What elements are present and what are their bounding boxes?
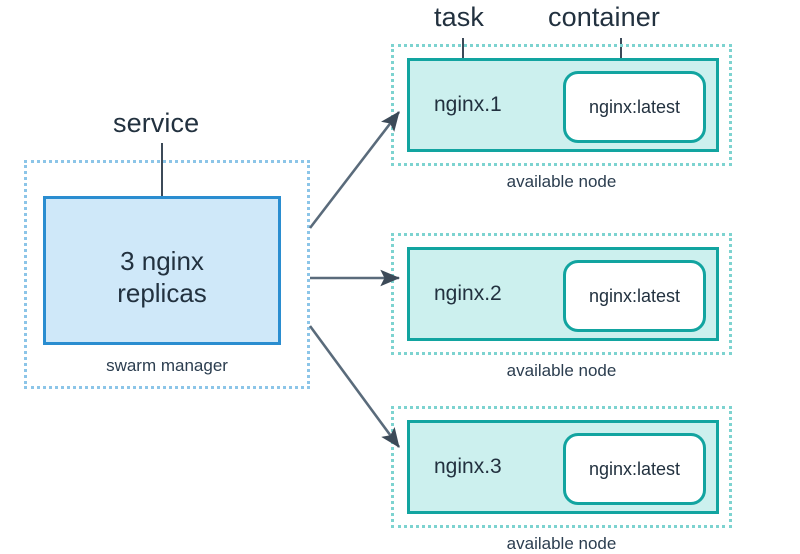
service-box: 3 nginx replicas	[43, 196, 281, 345]
node-group-3	[391, 406, 732, 528]
leader-line-service	[161, 143, 163, 229]
container-label-2: nginx:latest	[588, 285, 681, 306]
task-box-2: nginx.2 nginx:latest	[407, 247, 719, 341]
task-label-2: nginx.2	[434, 282, 502, 305]
service-box-text: 3 nginx replicas	[117, 246, 207, 309]
node-caption-1: available node	[506, 172, 617, 191]
callout-label-container: container	[548, 2, 660, 32]
container-box-1: nginx:latest	[563, 71, 706, 143]
node-caption-2: available node	[506, 361, 617, 380]
container-label-3: nginx:latest	[588, 458, 681, 479]
arrow-service-to-node-1	[308, 111, 401, 229]
node-group-1	[391, 44, 732, 166]
node-caption-3: available node	[506, 534, 617, 553]
swarm-manager-group	[24, 160, 310, 389]
service-replicas-line2: replicas	[117, 277, 207, 308]
task-box-3: nginx.3 nginx:latest	[407, 420, 719, 514]
swarm-manager-caption: swarm manager	[106, 356, 228, 375]
container-box-3: nginx:latest	[563, 433, 706, 505]
callout-label-service: service	[113, 108, 200, 138]
service-replicas-line1: 3 nginx	[120, 245, 204, 276]
task-box-1: nginx.1 nginx:latest	[407, 58, 719, 152]
arrow-service-to-node-3	[308, 325, 401, 448]
callout-label-task: task	[434, 2, 484, 32]
task-label-1: nginx.1	[434, 93, 502, 116]
container-label-1: nginx:latest	[588, 96, 681, 117]
task-label-3: nginx.3	[434, 455, 502, 478]
node-group-2	[391, 233, 732, 355]
container-box-2: nginx:latest	[563, 260, 706, 332]
